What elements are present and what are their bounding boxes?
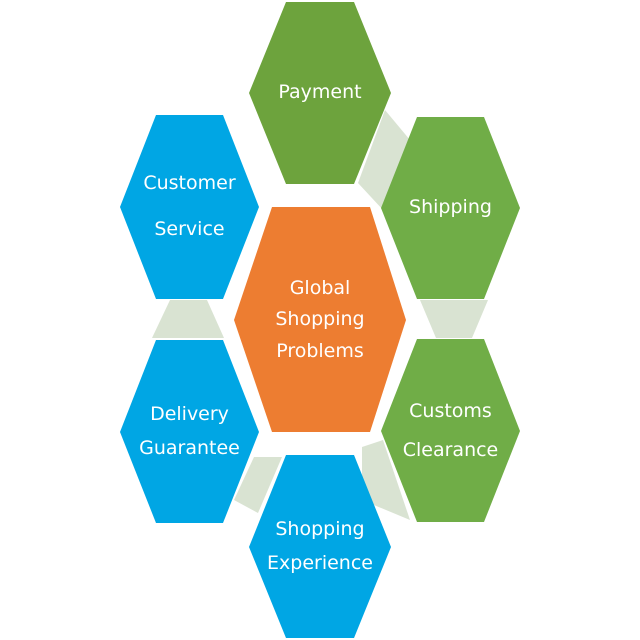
connector-delivery-shopping: [234, 457, 282, 513]
center-line-1: Global: [289, 276, 351, 299]
label-delivery: Delivery Guarantee: [120, 340, 259, 523]
hexagon-customs-clearance: [381, 339, 520, 522]
label-shipping: Shipping: [381, 117, 520, 299]
label-center: Global Shopping Problems: [234, 207, 406, 433]
hexagon-shipping: [381, 117, 520, 299]
payment-line-1: Payment: [278, 81, 362, 104]
hexagon-payment: [249, 2, 391, 184]
label-customer-service: Customer Service: [120, 115, 259, 299]
shopping-line-1: Shopping: [275, 518, 365, 541]
hexagon-delivery-guarantee: [120, 340, 259, 523]
center-line-3: Problems: [276, 339, 364, 362]
connector-customs-shopping: [362, 440, 410, 520]
center-line-2: Shopping: [275, 308, 365, 331]
customer-line-2: Service: [154, 218, 225, 240]
connector-payment-shipping: [358, 110, 410, 210]
hexagon-customer-service: [120, 115, 259, 299]
customs-line-1: Customs: [409, 399, 492, 422]
shopping-line-2: Experience: [267, 551, 373, 574]
shipping-line-1: Shipping: [409, 196, 492, 219]
connector-shipping-customs: [420, 300, 488, 338]
delivery-line-2: Guarantee: [139, 436, 240, 459]
hexagon-global-shopping-problems: [234, 207, 406, 432]
customer-line-1: Customer: [143, 172, 236, 195]
hexagon-shopping-experience: [249, 455, 391, 638]
customs-line-2: Clearance: [402, 438, 499, 461]
label-customs: Customs Clearance: [381, 339, 520, 522]
delivery-line-1: Delivery: [150, 403, 229, 426]
label-payment: Payment: [249, 2, 391, 184]
connector-customer-delivery: [152, 300, 224, 338]
label-shopping-experience: Shopping Experience: [249, 455, 391, 638]
